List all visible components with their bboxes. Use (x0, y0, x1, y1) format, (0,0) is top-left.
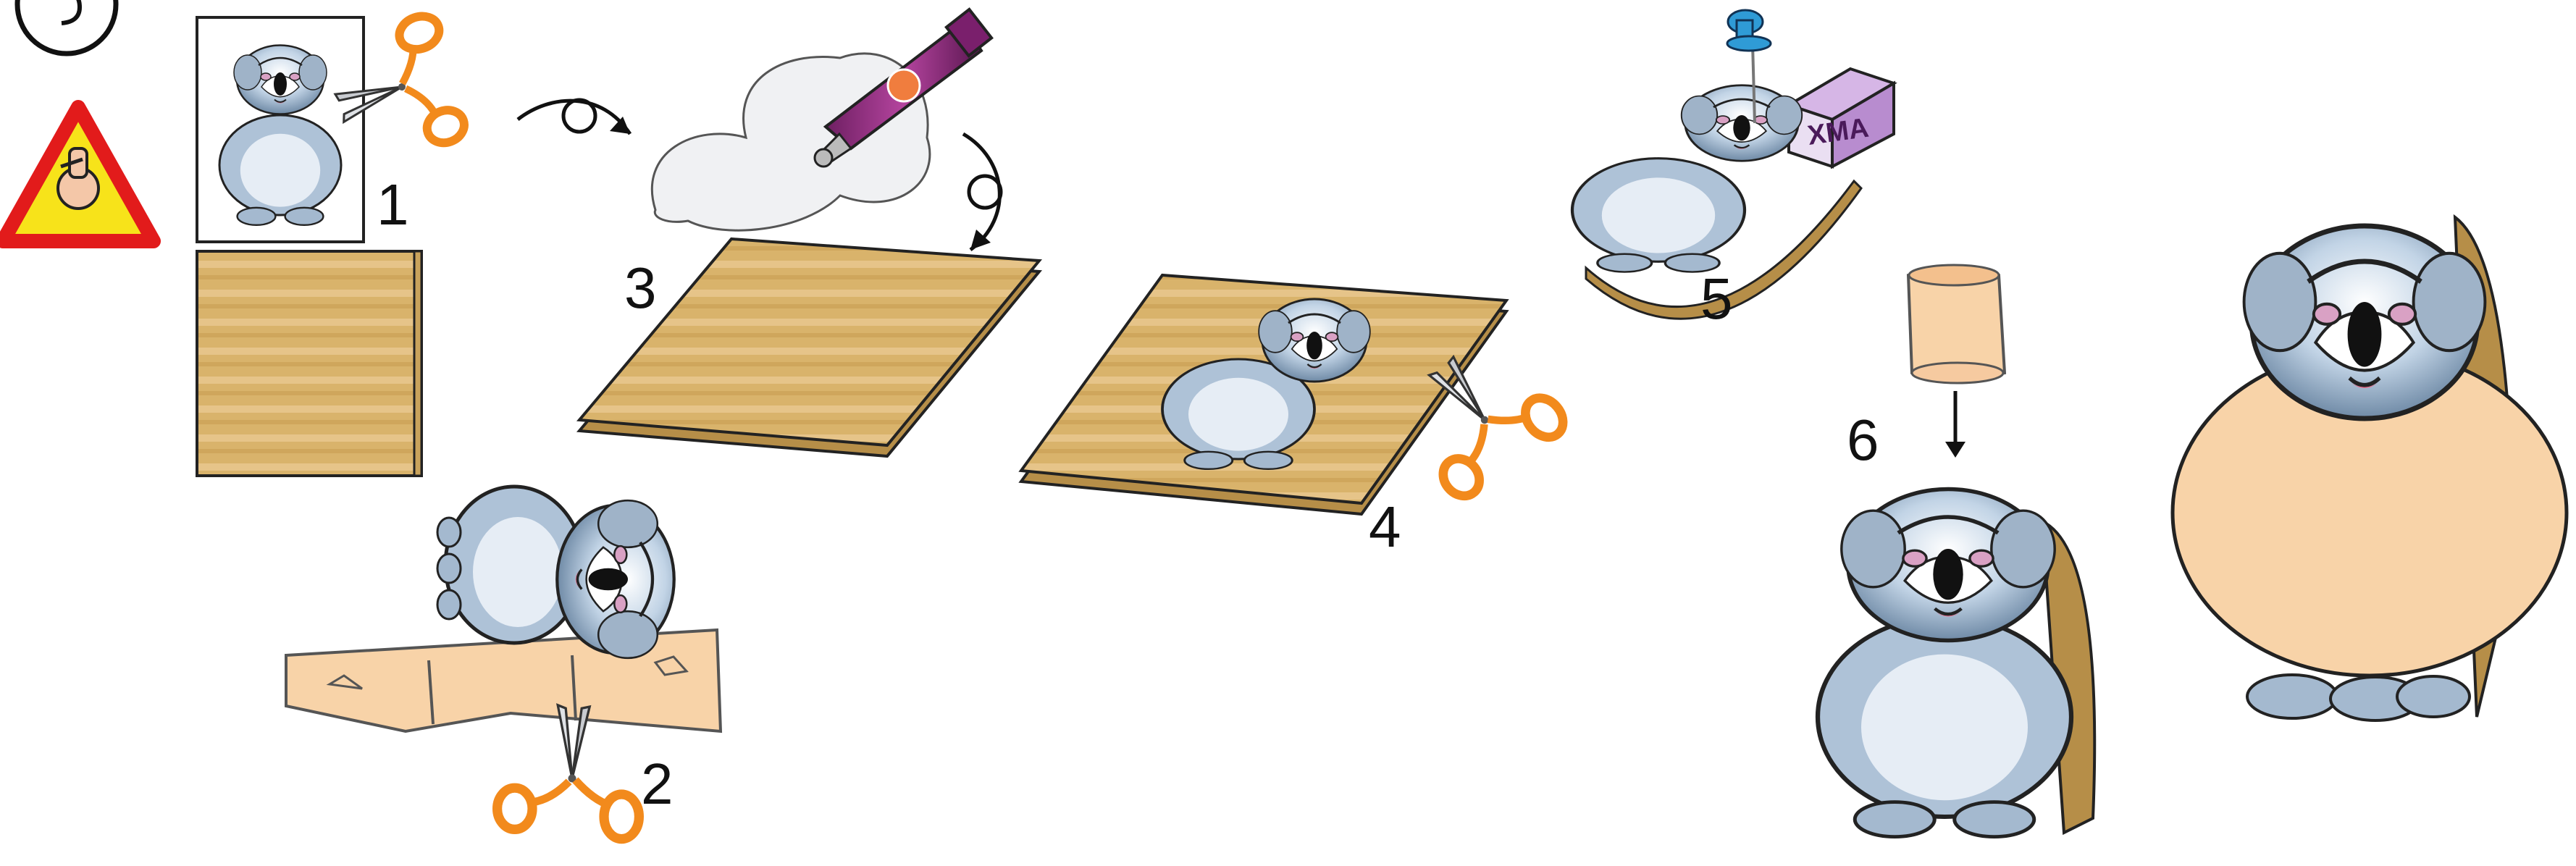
scissors-icon (498, 705, 639, 839)
arrow-icon (1945, 391, 1965, 458)
step-number-1: 1 (377, 172, 409, 237)
step-6-koala-standing (1818, 489, 2094, 837)
step-number-3: 3 (624, 256, 657, 320)
step-6-paper-tube (1908, 265, 2005, 383)
circle-symbol-icon (17, 0, 116, 54)
step-1-koala-card (197, 17, 364, 242)
warning-triangle-icon (3, 107, 154, 241)
box-icon: XMA (1789, 69, 1894, 167)
step-1-cardboard-sheet (197, 251, 421, 476)
step-6-koala-assembled (2173, 217, 2567, 720)
step-number-5: 5 (1700, 266, 1733, 331)
step-number-2: 2 (641, 752, 674, 816)
step-number-6: 6 (1847, 408, 1879, 472)
arrow-icon (963, 134, 1001, 250)
step-number-4: 4 (1369, 495, 1401, 559)
step-2-koala-parts (437, 487, 674, 658)
